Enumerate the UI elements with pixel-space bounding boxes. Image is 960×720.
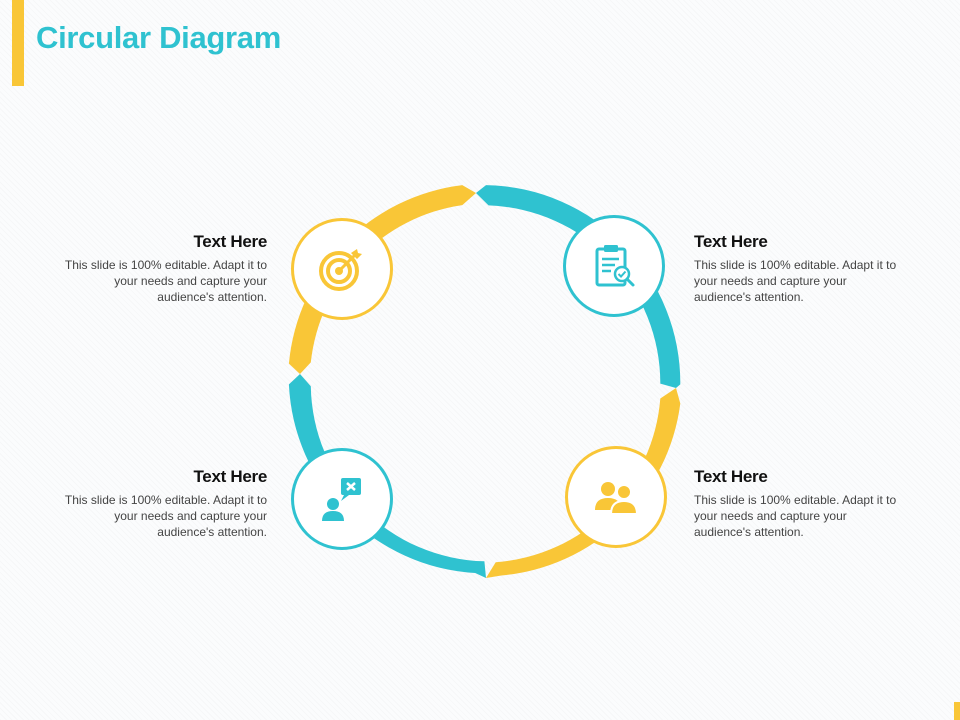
node-users — [565, 446, 667, 548]
clipboard-check-icon — [589, 241, 639, 291]
target-icon — [317, 244, 367, 294]
text-block-bottom-left: Text Here This slide is 100% editable. A… — [57, 467, 267, 540]
node-clipboard — [563, 215, 665, 317]
item-heading: Text Here — [193, 232, 267, 251]
item-heading: Text Here — [694, 232, 768, 251]
item-body: This slide is 100% editable. Adapt it to… — [64, 258, 267, 304]
item-body: This slide is 100% editable. Adapt it to… — [694, 258, 897, 304]
person-chat-icon — [317, 474, 367, 524]
text-block-top-left: Text Here This slide is 100% editable. A… — [57, 232, 267, 305]
node-target — [291, 218, 393, 320]
page-title: Circular Diagram — [36, 20, 282, 55]
title-accent-bar — [12, 0, 24, 86]
item-body: This slide is 100% editable. Adapt it to… — [694, 493, 897, 539]
users-icon — [591, 472, 641, 522]
node-person-chat — [291, 448, 393, 550]
corner-accent — [954, 702, 960, 720]
text-block-bottom-right: Text Here This slide is 100% editable. A… — [694, 467, 904, 540]
text-block-top-right: Text Here This slide is 100% editable. A… — [694, 232, 904, 305]
item-heading: Text Here — [694, 467, 768, 486]
item-heading: Text Here — [193, 467, 267, 486]
item-body: This slide is 100% editable. Adapt it to… — [64, 493, 267, 539]
